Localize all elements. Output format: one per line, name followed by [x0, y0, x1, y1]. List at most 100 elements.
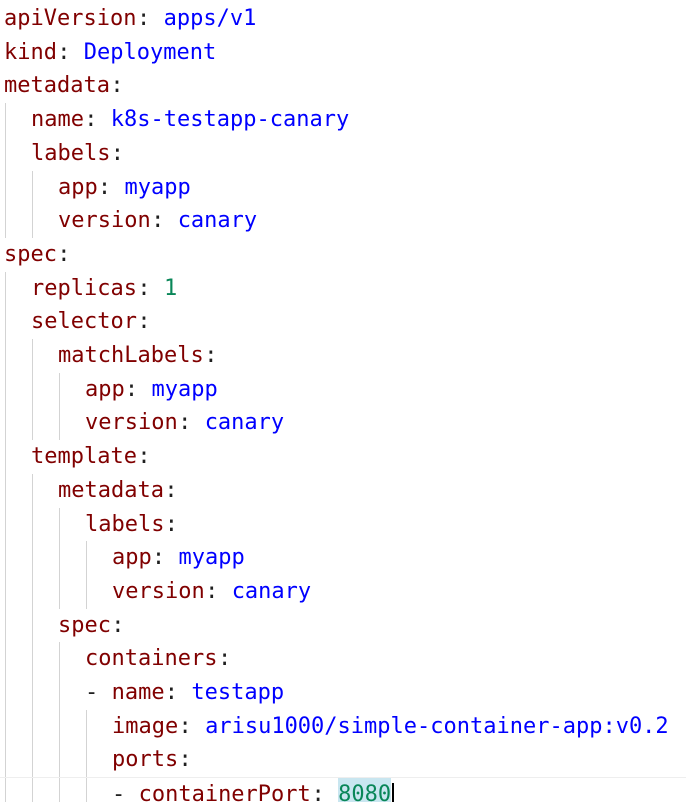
- indent-guide: [32, 170, 33, 205]
- code-line[interactable]: spec:: [0, 608, 686, 643]
- indent-guide: [59, 676, 60, 710]
- indent-guide: [5, 103, 6, 138]
- yaml-colon: :: [164, 477, 178, 503]
- code-line[interactable]: metadata:: [0, 473, 686, 508]
- yaml-colon: :: [137, 6, 151, 31]
- indent-guide: [5, 709, 6, 744]
- code-line[interactable]: replicas:1: [0, 271, 686, 306]
- code-line[interactable]: labels:: [0, 136, 686, 171]
- yaml-colon: :: [110, 140, 125, 166]
- code-line[interactable]: app:myapp: [0, 372, 686, 407]
- yaml-key: app: [58, 174, 98, 200]
- indent-guide: [59, 574, 60, 609]
- yaml-colon: :: [151, 545, 166, 571]
- code-line[interactable]: -containerPort:8080: [0, 777, 686, 802]
- code-line[interactable]: spec:: [0, 238, 686, 272]
- indent-guide: [32, 339, 33, 373]
- code-line[interactable]: version:canary: [0, 574, 686, 609]
- yaml-key: ports: [112, 747, 179, 773]
- yaml-key: replicas: [31, 275, 137, 301]
- indent-guide: [59, 743, 60, 778]
- indent-guide: [32, 709, 33, 744]
- indent-guide: [59, 372, 60, 407]
- indent-guide: [5, 608, 6, 643]
- yaml-key: version: [85, 410, 178, 436]
- yaml-string-value: canary: [204, 410, 285, 436]
- indent-guide: [5, 204, 6, 239]
- code-line[interactable]: ports:: [0, 743, 686, 778]
- list-dash: -: [112, 782, 126, 802]
- indent-guide: [5, 271, 6, 306]
- indent-guide: [5, 676, 6, 710]
- code-line[interactable]: name:k8s-testapp-canary: [0, 103, 686, 138]
- text-cursor: [392, 783, 395, 802]
- yaml-colon: :: [205, 578, 219, 604]
- yaml-colon: :: [178, 410, 192, 436]
- yaml-colon: :: [178, 747, 192, 773]
- yaml-colon: :: [137, 275, 151, 301]
- yaml-colon: :: [311, 782, 325, 802]
- yaml-string-value: arisu1000/simple-container-app:v0.2: [205, 713, 669, 739]
- indent-guide: [5, 406, 6, 441]
- yaml-key: version: [58, 208, 151, 234]
- yaml-key: matchLabels: [58, 343, 204, 368]
- code-line[interactable]: app: myapp: [0, 170, 686, 205]
- yaml-key: containerPort: [138, 782, 311, 802]
- yaml-key: app: [112, 545, 152, 571]
- indent-guide: [32, 642, 33, 677]
- list-dash: -: [85, 680, 99, 705]
- yaml-string-value: myapp: [178, 545, 245, 571]
- code-line[interactable]: selector:: [0, 305, 686, 340]
- yaml-string-value: myapp: [151, 376, 218, 402]
- yaml-number-value: 1: [164, 275, 178, 301]
- yaml-colon: :: [218, 646, 232, 672]
- code-line[interactable]: apiVersion:apps/v1: [0, 2, 686, 36]
- code-line[interactable]: app: myapp: [0, 541, 686, 576]
- yaml-string-value: testapp: [191, 680, 285, 705]
- yaml-colon: :: [57, 39, 71, 65]
- yaml-number-value: 8080: [338, 778, 392, 802]
- indent-guide: [5, 440, 6, 475]
- code-line[interactable]: version: canary: [0, 204, 686, 239]
- yaml-key: selector: [31, 309, 137, 335]
- indent-guide: [5, 305, 6, 340]
- yaml-string-value: Deployment: [83, 39, 217, 65]
- yaml-key: kind: [4, 39, 57, 65]
- yaml-colon: :: [164, 680, 179, 705]
- indent-guide: [86, 743, 87, 778]
- yaml-colon: :: [97, 174, 112, 200]
- yaml-key: template: [31, 444, 137, 470]
- yaml-string-value: myapp: [124, 174, 191, 200]
- yaml-key: image: [112, 713, 179, 739]
- yaml-string-value: canary: [177, 208, 258, 234]
- yaml-colon: :: [164, 511, 179, 537]
- indent-guide: [59, 541, 60, 576]
- code-line[interactable]: kind: Deployment: [0, 36, 686, 70]
- code-line[interactable]: image:arisu1000/simple-container-app:v0.…: [0, 709, 686, 744]
- code-line[interactable]: labels:: [0, 507, 686, 542]
- yaml-colon: :: [110, 73, 124, 99]
- code-line[interactable]: -name:testapp: [0, 676, 686, 710]
- indent-guide: [32, 204, 33, 239]
- code-line[interactable]: version: canary: [0, 406, 686, 441]
- indent-guide: [32, 608, 33, 643]
- indent-guide: [32, 507, 33, 542]
- yaml-key: labels: [31, 140, 111, 166]
- indent-guide: [5, 541, 6, 576]
- indent-guide: [86, 541, 87, 576]
- indent-guide: [5, 507, 6, 542]
- indent-guide: [86, 709, 87, 744]
- yaml-key: name: [31, 107, 84, 133]
- yaml-key: containers: [85, 646, 218, 672]
- code-line[interactable]: template:: [0, 440, 686, 475]
- yaml-string-value: k8s-testapp-canary: [110, 107, 350, 133]
- yaml-key: spec: [4, 241, 57, 267]
- code-line[interactable]: containers:: [0, 642, 686, 677]
- yaml-colon: :: [111, 612, 125, 638]
- code-line[interactable]: matchLabels:: [0, 339, 686, 373]
- yaml-colon: :: [151, 208, 165, 234]
- code-line[interactable]: metadata:: [0, 69, 686, 103]
- indent-guide: [59, 778, 60, 802]
- indent-guide: [32, 372, 33, 407]
